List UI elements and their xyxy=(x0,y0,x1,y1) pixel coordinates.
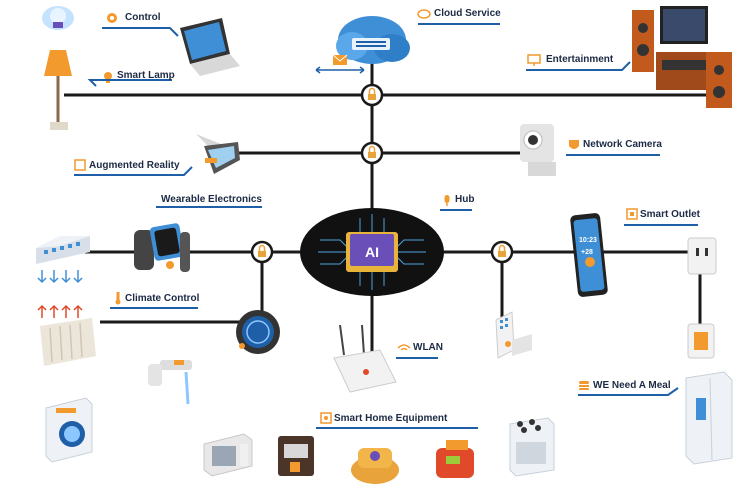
toaster xyxy=(436,440,474,478)
smart-fridge xyxy=(685,371,733,465)
cloud-illustration xyxy=(336,16,410,64)
appliance-icon xyxy=(320,412,332,424)
label-cloud-service: Cloud Service xyxy=(434,8,501,19)
outlet-icon xyxy=(626,208,638,220)
label-climate-control: Climate Control xyxy=(125,293,200,304)
label-entertainment: Entertainment xyxy=(546,54,614,65)
microphone-icon xyxy=(444,195,450,206)
label-connectors xyxy=(74,23,698,429)
airflow-arrows xyxy=(37,270,83,318)
floor-lamp xyxy=(44,50,72,130)
label-smart-home-equipment: Smart Home Equipment xyxy=(334,413,448,424)
cloud-icon xyxy=(417,9,431,19)
coffee-machine xyxy=(278,436,314,476)
radiator xyxy=(40,318,96,366)
laptop xyxy=(180,18,240,76)
wall-outlet xyxy=(687,237,717,275)
envelope-icon xyxy=(315,54,365,74)
label-hub: Hub xyxy=(455,194,475,205)
monitor-icon xyxy=(527,54,541,66)
burger-icon xyxy=(579,381,589,390)
phone-time: 10:23 xyxy=(579,237,597,244)
oven xyxy=(509,417,555,477)
gear-icon xyxy=(107,13,117,23)
thermometer-icon xyxy=(115,292,121,305)
light-switch xyxy=(687,323,715,359)
shield-icon xyxy=(569,140,579,149)
bulb-icon xyxy=(104,72,112,83)
lock-node xyxy=(360,141,384,165)
label-smart-outlet: Smart Outlet xyxy=(640,209,701,220)
lock-node xyxy=(360,83,384,107)
smart-faucet xyxy=(148,360,192,405)
lock-node xyxy=(250,240,274,264)
microwave xyxy=(203,433,253,477)
label-wearable-electronics: Wearable Electronics xyxy=(161,194,262,205)
lock-node xyxy=(490,240,514,264)
label-network-camera: Network Camera xyxy=(583,139,662,150)
wlan-router xyxy=(333,324,397,393)
network-camera xyxy=(520,124,556,176)
phone-temperature: +28 xyxy=(581,249,593,256)
thermostat xyxy=(236,310,280,354)
smart-door-lock xyxy=(495,311,532,359)
label-augmented-reality: Augmented Reality xyxy=(89,160,180,171)
label-we-need-a-meal: WE Need A Meal xyxy=(593,380,671,391)
smartphone xyxy=(570,213,608,297)
entertainment-system xyxy=(632,6,732,108)
cube-icon xyxy=(74,159,86,171)
smart-bulb xyxy=(42,6,74,30)
robot-vacuum xyxy=(351,448,399,484)
network-switch xyxy=(36,236,90,264)
ai-hub: AI xyxy=(300,208,444,296)
ar-glasses xyxy=(196,134,240,174)
label-wlan: WLAN xyxy=(413,342,443,353)
smartwatch xyxy=(134,223,190,272)
wifi-icon xyxy=(397,344,411,351)
label-control: Control xyxy=(125,12,161,23)
washing-machine xyxy=(45,397,93,463)
label-smart-lamp: Smart Lamp xyxy=(117,70,175,81)
ai-chip-label: AI xyxy=(365,244,379,260)
